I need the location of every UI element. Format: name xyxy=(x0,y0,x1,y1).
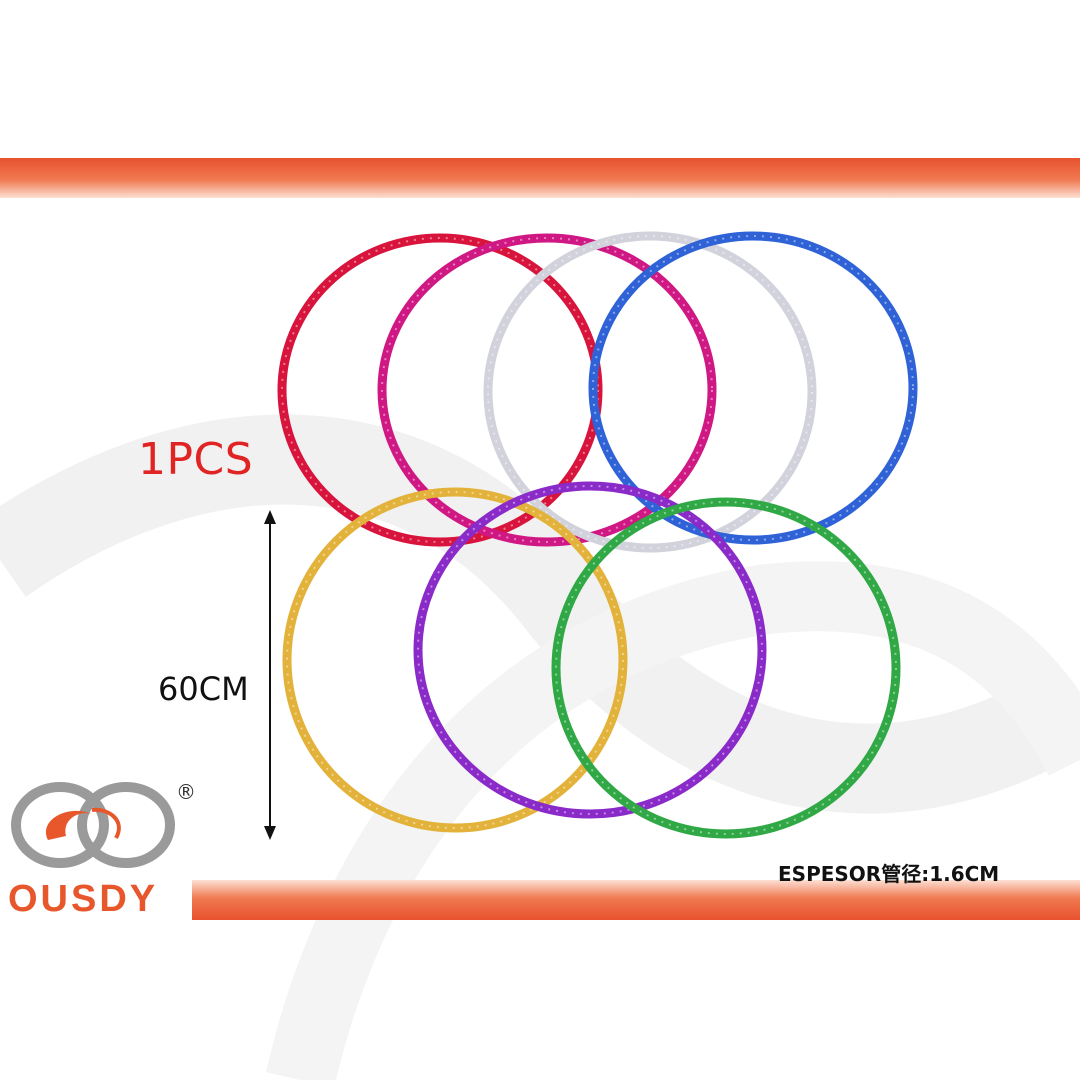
brand-name: OUSDY xyxy=(8,878,159,920)
gold-hoop-sparkle xyxy=(286,491,624,829)
bottom-orange-band xyxy=(192,880,1080,920)
magenta-hoop-sparkle xyxy=(381,237,713,543)
blue-hoop xyxy=(588,231,918,545)
thickness-label: ESPESOR管径:1.6CM xyxy=(778,862,1000,886)
green-hoop xyxy=(551,497,901,839)
registered-mark: ® xyxy=(176,780,196,804)
quantity-label: 1PCS xyxy=(138,434,254,485)
top-orange-band xyxy=(0,158,1080,198)
red-hoop-sparkle xyxy=(281,237,599,543)
dimension-arrow-icon xyxy=(264,510,276,840)
purple-hoop xyxy=(413,481,767,819)
blue-hoop-sparkle xyxy=(592,235,914,541)
silver-hoop-sparkle xyxy=(487,235,813,549)
brand-logo-icon xyxy=(11,782,175,868)
magenta-hoop xyxy=(377,233,717,547)
size-label: 60CM xyxy=(158,670,249,708)
silver-hoop xyxy=(483,231,817,553)
purple-hoop-sparkle xyxy=(417,485,763,815)
gold-hoop xyxy=(282,487,628,833)
red-hoop xyxy=(277,233,603,547)
green-hoop-sparkle xyxy=(555,501,897,835)
